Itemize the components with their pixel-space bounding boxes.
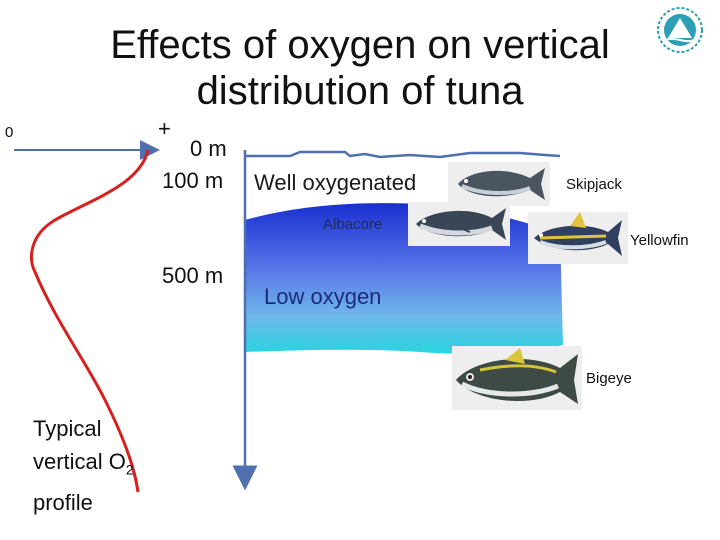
caption-line-profile: profile (33, 490, 93, 516)
sea-surface-line (245, 150, 561, 159)
page-title: Effects of oxygen on vertical distributi… (110, 23, 610, 113)
caption-line-typical: Typical (33, 416, 102, 441)
low-oxygen-water-layer (245, 203, 563, 354)
organization-logo (657, 7, 703, 53)
low-oxygen-label: Low oxygen (264, 284, 382, 309)
caption-line-vertical-o2: vertical O2 (33, 445, 134, 486)
oxygen-profile-caption: Typical vertical O2 profile (33, 412, 134, 519)
skipjack-fish-image (448, 162, 550, 206)
oxygen-axis-plus-label: + (158, 116, 171, 141)
depth-label-500m: 500 m (162, 263, 224, 288)
oxygen-profile-curve (30, 149, 150, 493)
caption-vertical-o-text: vertical O (33, 449, 126, 474)
depth-label-0m: 0 m (190, 136, 227, 161)
skipjack-label: Skipjack (566, 176, 622, 193)
albacore-fish-image (408, 202, 510, 246)
depth-label-100m: 100 m (162, 168, 224, 193)
albacore-label: Albacore (323, 216, 383, 233)
yellowfin-fish-image (528, 212, 628, 264)
bigeye-label: Bigeye (586, 370, 632, 387)
yellowfin-label: Yellowfin (630, 232, 689, 249)
oxygen-axis-zero-label: 0 (5, 124, 14, 141)
bigeye-fish-image (452, 346, 582, 410)
well-oxygenated-label: Well oxygenated (254, 170, 417, 195)
caption-subscript-2: 2 (125, 461, 134, 478)
